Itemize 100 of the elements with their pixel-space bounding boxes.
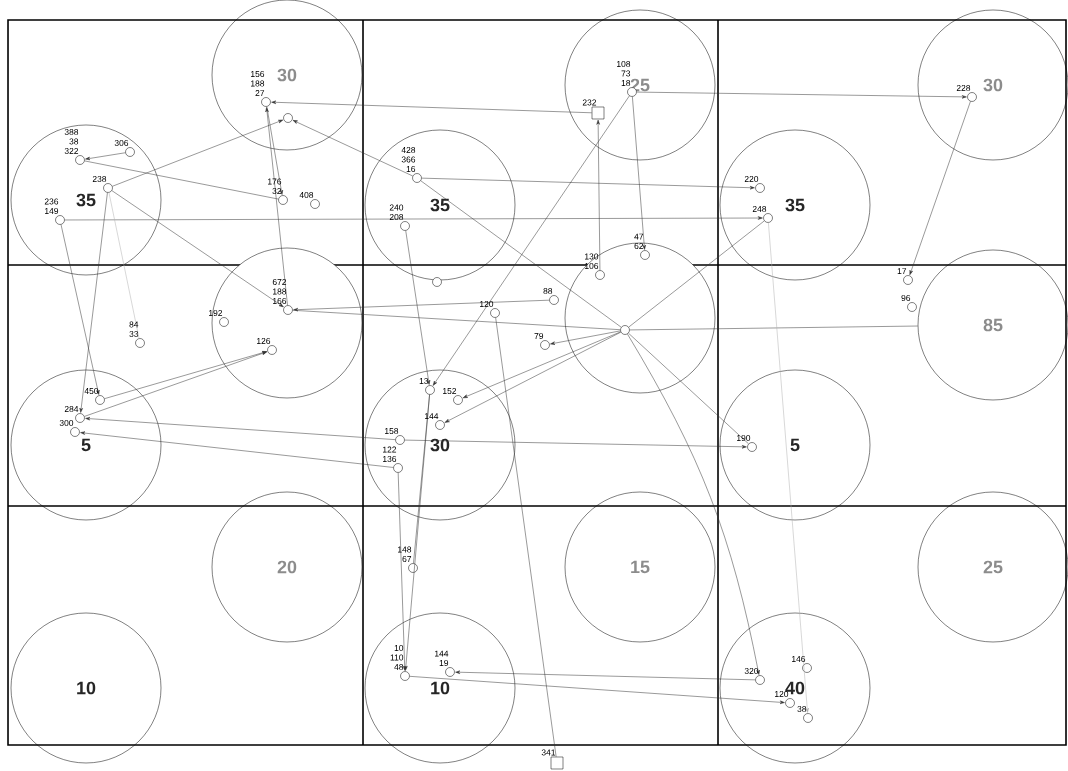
point-label: 450: [84, 388, 99, 394]
arrow: [80, 431, 394, 468]
point-marker: [763, 213, 773, 223]
connector-line: [420, 180, 622, 328]
arrow: [405, 230, 431, 385]
point-label: 47: [634, 233, 644, 240]
point-label: 306: [114, 140, 129, 146]
point-label: 192: [209, 310, 223, 316]
arrow: [79, 192, 108, 413]
point-marker: [75, 155, 85, 165]
point-marker: [549, 295, 559, 305]
point-marker: [425, 385, 435, 395]
connector-line: [495, 317, 557, 757]
point-label: 120: [480, 301, 494, 307]
point-marker: [75, 413, 85, 423]
point-marker: [267, 345, 277, 355]
point-label: 146: [792, 656, 806, 662]
point-label: 106: [585, 263, 599, 269]
arrow: [421, 177, 755, 190]
box-marker: [550, 756, 564, 770]
point-label: 322: [64, 148, 79, 154]
point-marker: [278, 195, 288, 205]
point-marker: [490, 308, 500, 318]
point-label: 149: [45, 208, 59, 214]
point-label: 144: [425, 413, 439, 419]
point-marker: [747, 442, 757, 452]
arrow: [627, 333, 760, 675]
arrow: [266, 106, 283, 195]
arrow: [432, 95, 630, 386]
point-marker: [802, 663, 812, 673]
point-marker: [219, 317, 229, 327]
point-label: 33: [129, 331, 139, 337]
point-label: 248: [752, 206, 767, 212]
point-label: 18: [621, 80, 631, 86]
point-marker: [907, 302, 917, 312]
point-marker: [310, 199, 320, 209]
point-label: 38: [797, 706, 807, 712]
box-marker: [591, 106, 605, 120]
arrow: [596, 119, 601, 271]
point-marker: [95, 395, 105, 405]
arrow: [293, 299, 550, 312]
connector-line: [628, 332, 749, 445]
point-marker: [400, 221, 410, 231]
arrow: [271, 100, 592, 114]
point-label: 126: [257, 338, 271, 344]
point-label: 300: [59, 420, 74, 426]
arrow: [909, 101, 971, 275]
arrow: [455, 670, 756, 681]
arrow: [292, 120, 413, 177]
point-marker: [432, 277, 442, 287]
point-marker: [395, 435, 405, 445]
arrow: [85, 416, 396, 440]
point-label: 176: [268, 178, 282, 185]
point-label: 232: [582, 99, 597, 106]
point-marker: [803, 713, 813, 723]
arrow: [112, 119, 284, 187]
point-label: 96: [901, 295, 911, 301]
point-marker: [755, 675, 765, 685]
point-marker: [103, 183, 113, 193]
point-marker: [640, 250, 650, 260]
arrow: [636, 91, 967, 99]
point-label: 48: [394, 664, 404, 670]
point-label: 236: [44, 198, 59, 205]
point-label: 366: [401, 156, 416, 163]
arrow: [111, 190, 284, 308]
connector-line: [628, 220, 765, 328]
point-label: 108: [617, 61, 631, 67]
point-label: 27: [255, 90, 265, 96]
zone-circle: [564, 242, 716, 394]
arrow: [64, 216, 763, 221]
point-label: 110: [390, 654, 404, 661]
point-label: 16: [406, 166, 416, 172]
arrow: [85, 152, 126, 161]
point-label: 62: [634, 243, 644, 249]
point-label: 136: [383, 456, 397, 462]
point-marker: [70, 427, 80, 437]
arrow: [768, 222, 809, 713]
arrow: [84, 351, 268, 417]
point-label: 148: [398, 546, 412, 553]
connector-line: [84, 160, 279, 200]
point-label: 166: [273, 298, 287, 304]
point-label: 320: [744, 668, 759, 674]
point-label: 672: [272, 279, 287, 285]
point-marker: [453, 395, 463, 405]
point-marker: [125, 147, 135, 157]
point-label: 144: [435, 650, 449, 657]
arrow: [404, 439, 747, 449]
zone-circle: [211, 247, 363, 399]
point-marker: [283, 113, 293, 123]
point-marker: [435, 420, 445, 430]
point-label: 240: [389, 204, 404, 211]
arrow: [462, 331, 621, 399]
point-marker: [408, 563, 418, 573]
connector-line: [413, 394, 430, 564]
point-label: 428: [401, 147, 416, 153]
arrow: [397, 472, 407, 671]
point-marker: [55, 215, 65, 225]
point-label: 84: [129, 321, 139, 328]
point-label: 188: [251, 80, 265, 87]
point-label: 17: [897, 268, 907, 274]
